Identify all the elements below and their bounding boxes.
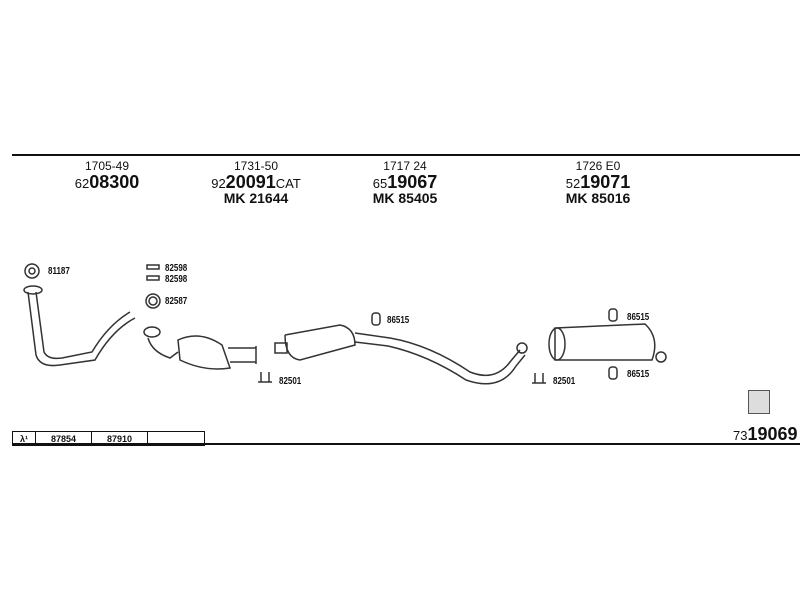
part-catalyst[interactable]: 1731-50 9220091CAT MK 21644 — [211, 159, 301, 207]
fitting-label[interactable]: 86515 — [627, 312, 650, 323]
part-middle-silencer[interactable]: 1717 24 6519067 MK 85405 — [372, 159, 438, 207]
fitting-label[interactable]: 82587 — [165, 296, 188, 307]
fitting-label[interactable]: 81187 — [48, 266, 70, 277]
fitting-label[interactable]: 86515 — [627, 369, 650, 380]
bracket-icons — [258, 372, 546, 384]
fitting-label[interactable]: 82501 — [553, 376, 576, 387]
bottom-rule — [12, 443, 800, 445]
ring-gasket-icon — [145, 293, 161, 309]
qr-code-icon — [748, 390, 770, 414]
front-pipe-drawing — [23, 285, 136, 367]
part-front-pipe[interactable]: 1705-49 6208300 — [74, 159, 140, 192]
table-cell[interactable]: 87910 — [92, 432, 148, 445]
part-rear-silencer[interactable]: 1726 E0 5219071 MK 85016 — [565, 159, 631, 207]
rubber-mount-icons — [371, 308, 618, 380]
fitting-label[interactable]: 82501 — [279, 376, 302, 387]
fitting-label[interactable]: 86515 — [387, 315, 410, 326]
top-rule — [12, 154, 800, 156]
lambda-icon: λ¹ — [13, 432, 36, 445]
rear-silencer-drawing — [548, 323, 667, 363]
lambda-sensor-table: λ¹ 87854 87910 — [12, 431, 205, 446]
fitting-label[interactable]: 82598 — [165, 263, 188, 274]
middle-silencer-drawing — [274, 324, 528, 385]
table-cell[interactable]: 87854 — [36, 432, 92, 445]
table-cell — [148, 432, 204, 445]
catalyst-drawing — [143, 326, 257, 370]
clamp-icon — [146, 264, 160, 281]
gasket-icon — [24, 263, 40, 279]
fitting-label[interactable]: 82598 — [165, 274, 188, 285]
kit-number[interactable]: 7319069 — [733, 424, 798, 444]
